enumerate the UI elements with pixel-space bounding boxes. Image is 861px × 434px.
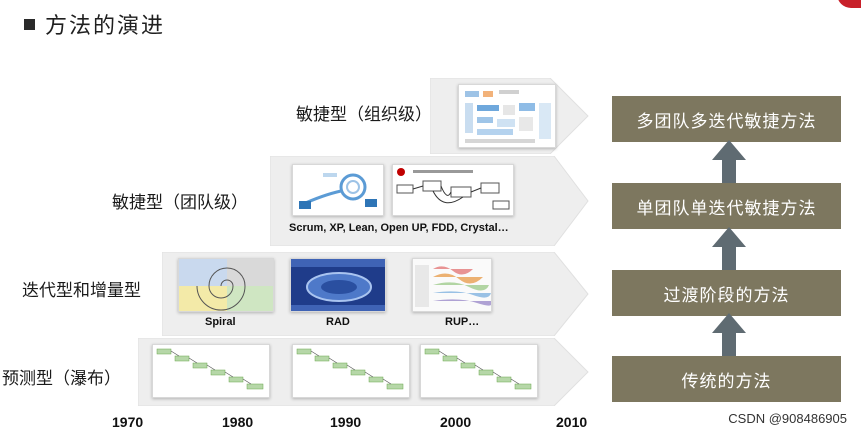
- caption-spiral: Spiral: [205, 316, 236, 328]
- thumb-xp-diagram: [392, 164, 514, 216]
- thumb-rup-diagram: [412, 258, 492, 312]
- slide-title: 方法的演进: [45, 14, 166, 39]
- caption-rad: RAD: [326, 316, 350, 328]
- method-box-traditional: 传统的方法: [612, 356, 841, 402]
- year-1970: 1970: [112, 414, 144, 430]
- thumb-waterfall-2: [292, 344, 410, 398]
- stage-label-org-agile: 敏捷型（组织级）: [296, 105, 432, 125]
- method-box-multi-team-agile: 多团队多迭代敏捷方法: [612, 96, 841, 142]
- stage-label-waterfall: 预测型（瀑布）: [2, 369, 121, 389]
- year-1980: 1980: [222, 414, 254, 430]
- method-box-transition: 过渡阶段的方法: [612, 270, 841, 316]
- year-2010: 2010: [556, 414, 588, 430]
- thumb-rad-diagram: [290, 258, 386, 312]
- year-2000: 2000: [440, 414, 472, 430]
- caption-agile-frameworks: Scrum, XP, Lean, Open UP, FDD, Crystal…: [289, 222, 509, 234]
- stage-label-team-agile: 敏捷型（团队级）: [112, 193, 248, 213]
- watermark: CSDN @908486905: [728, 411, 847, 426]
- bullet-square-icon: [24, 18, 35, 30]
- thumb-spiral-diagram: [178, 258, 274, 312]
- thumb-org-agile-diagram: [458, 84, 556, 148]
- slide-title-row: 方法的演进: [24, 8, 165, 40]
- method-box-single-team-agile: 单团队单迭代敏捷方法: [612, 183, 841, 229]
- year-1990: 1990: [330, 414, 362, 430]
- caption-rup: RUP…: [445, 316, 480, 328]
- corner-logo-icon: [837, 0, 861, 8]
- stage-label-iterative: 迭代型和增量型: [22, 281, 141, 301]
- up-arrow-icon: [712, 140, 746, 188]
- up-arrow-icon: [712, 313, 746, 361]
- up-arrow-icon: [712, 227, 746, 275]
- thumb-waterfall-1: [152, 344, 270, 398]
- thumb-scrum-diagram: [292, 164, 384, 216]
- thumb-waterfall-3: [420, 344, 538, 398]
